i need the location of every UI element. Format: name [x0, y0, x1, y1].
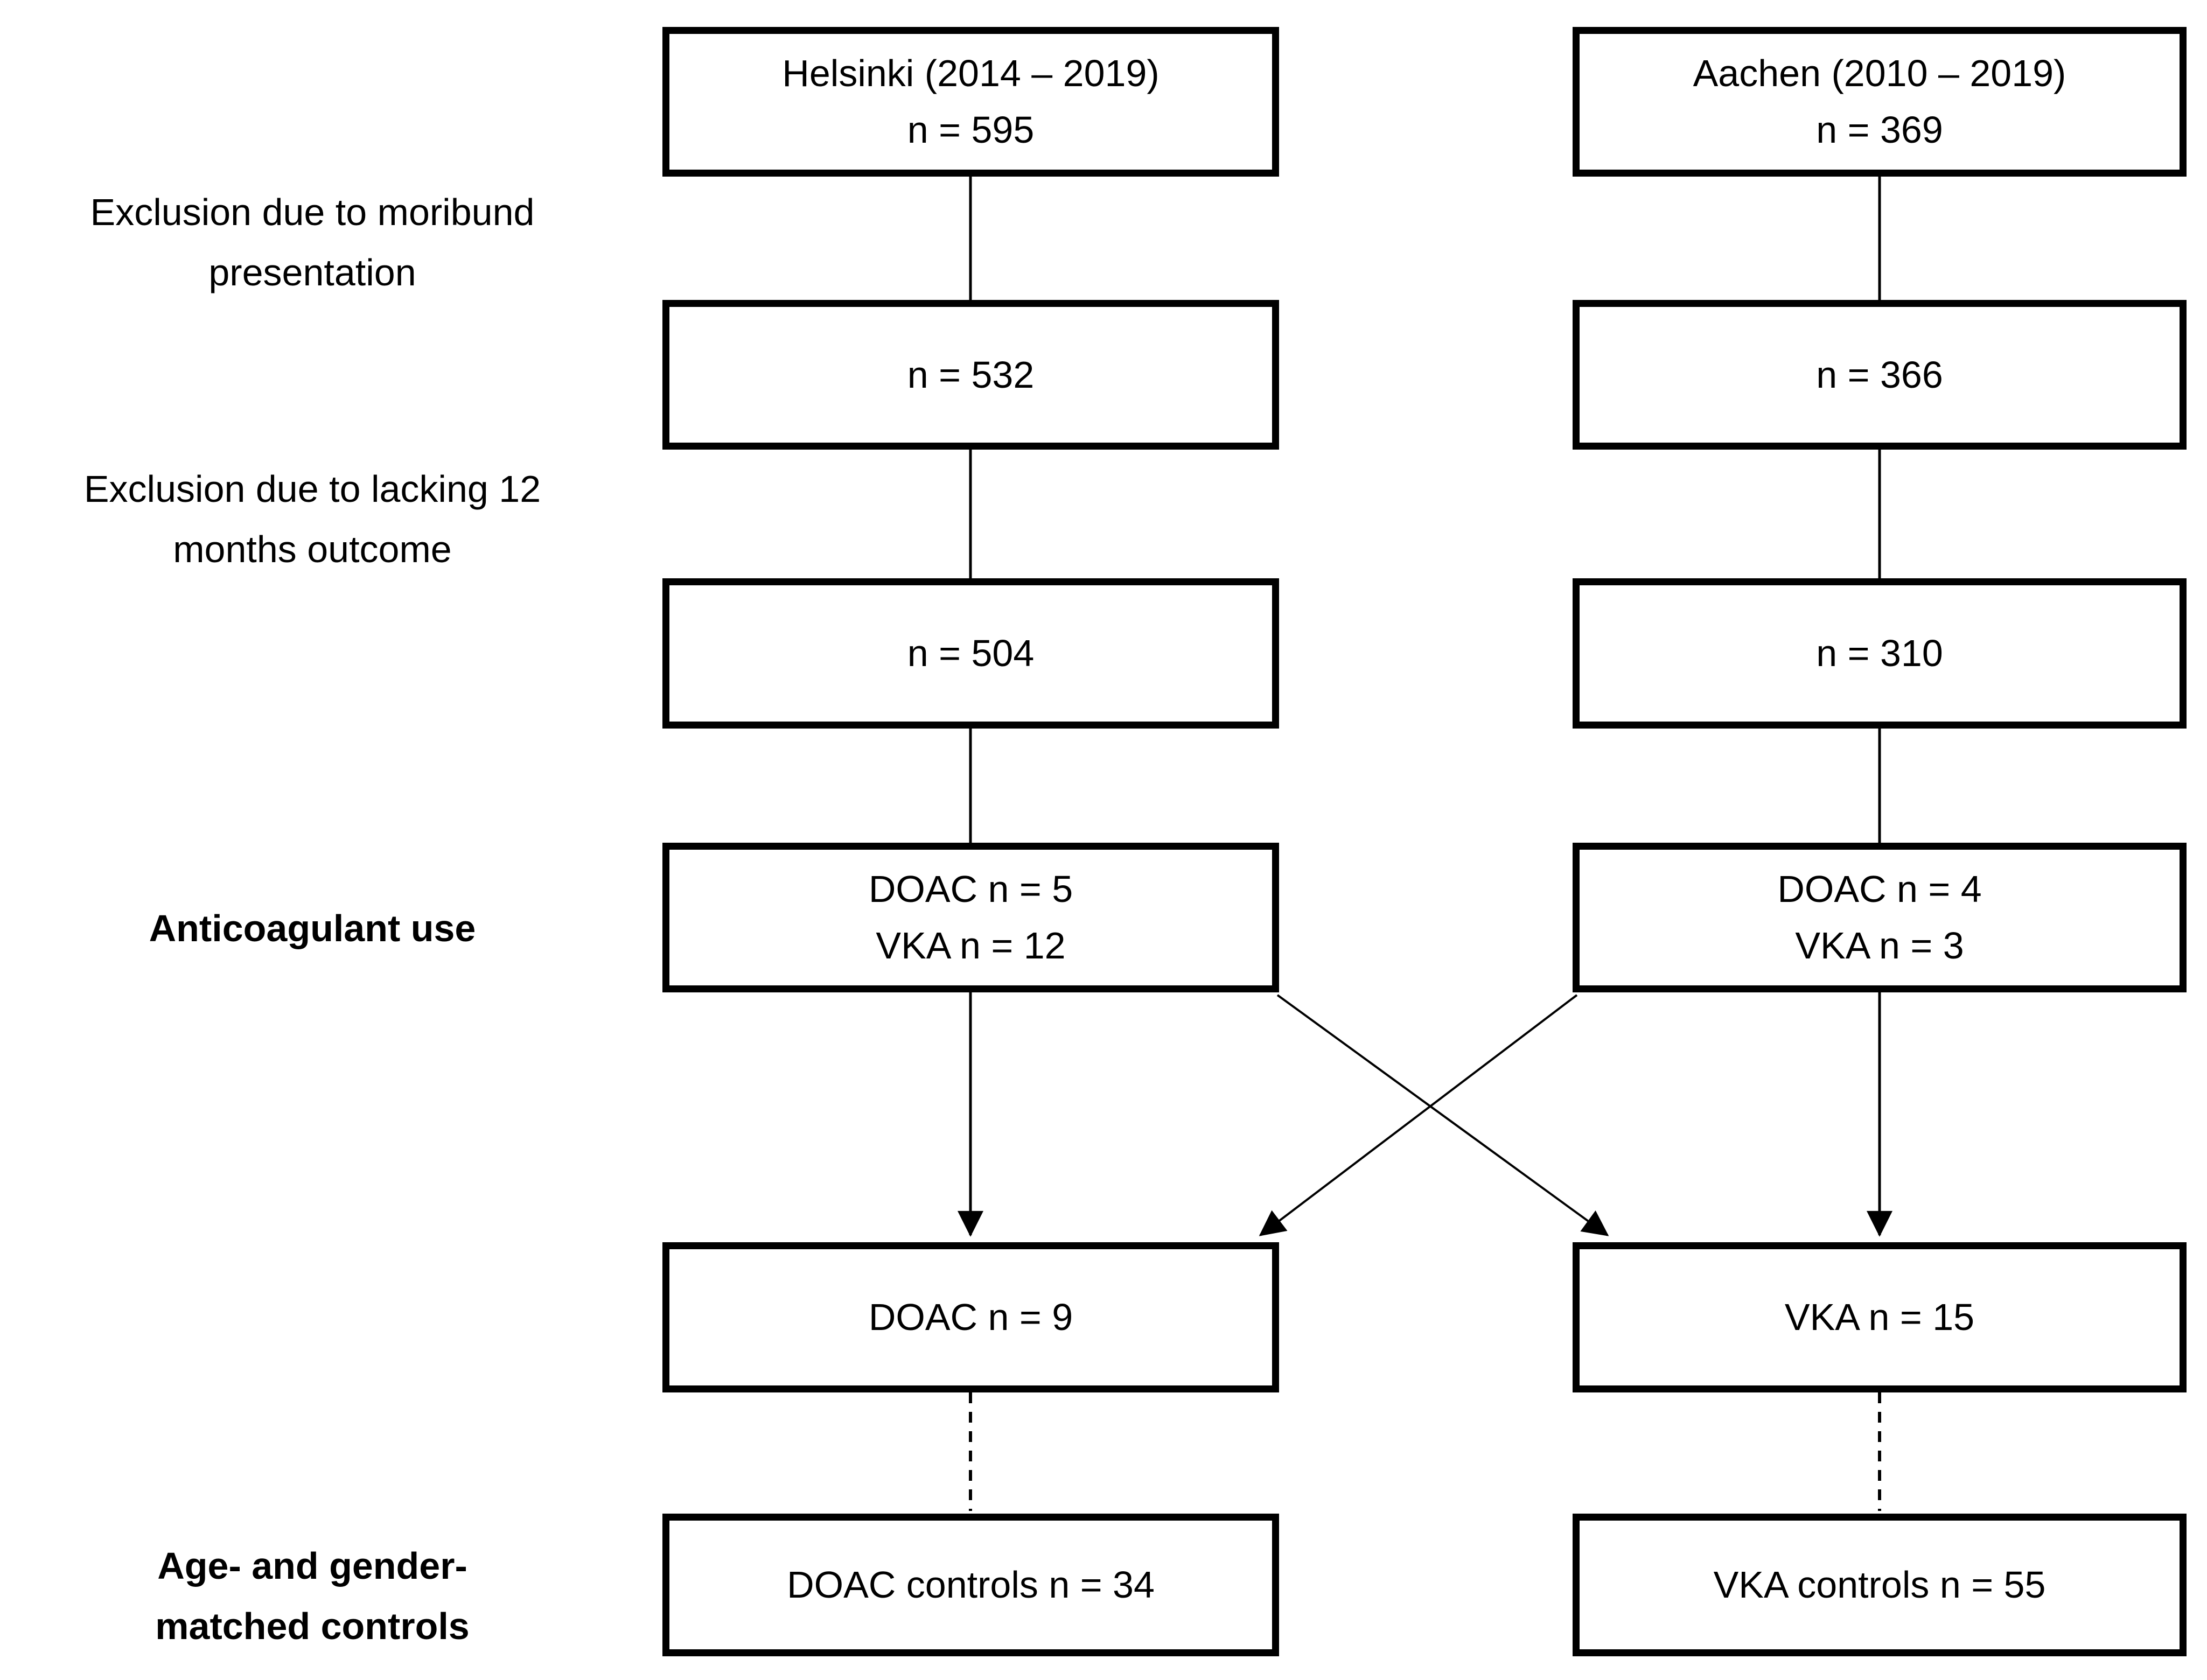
label-line: presentation	[208, 251, 416, 293]
label-line: Age- and gender-	[157, 1545, 467, 1587]
label-anticoagulant-use: Anticoagulant use	[22, 898, 603, 958]
box-aachen-cohort: Aachen (2010 – 2019) n = 369	[1573, 27, 2187, 177]
box-aachen-anticoagulant-use: DOAC n = 4 VKA n = 3	[1573, 843, 2187, 992]
label-line: Anticoagulant use	[149, 907, 476, 949]
arrow-helsinki-anticoagulant-to-vka15-diagonal	[1276, 994, 1609, 1236]
doac-count: DOAC n = 5	[868, 868, 1073, 910]
label-line: matched controls	[155, 1605, 470, 1647]
count-text: n = 366	[1816, 353, 1943, 396]
label-line: Exclusion due to moribund	[90, 191, 535, 233]
box-merged-doac: DOAC n = 9	[662, 1242, 1279, 1392]
label-line: Exclusion due to lacking 12	[83, 468, 541, 510]
vka-count: VKA n = 12	[876, 925, 1066, 967]
box-vka-controls: VKA controls n = 55	[1573, 1514, 2187, 1656]
arrow-aachen-anticoagulant-to-doac9-diagonal	[1259, 994, 1578, 1236]
box-helsinki-after-moribund-exclusion: n = 532	[662, 300, 1279, 450]
box-merged-vka: VKA n = 15	[1573, 1242, 2187, 1392]
count-text: DOAC controls n = 34	[787, 1564, 1155, 1606]
box-helsinki-after-outcome-exclusion: n = 504	[662, 578, 1279, 729]
cohort-n: n = 595	[907, 109, 1035, 151]
count-text: DOAC n = 9	[868, 1296, 1073, 1338]
count-text: VKA controls n = 55	[1713, 1564, 2046, 1606]
count-text: n = 532	[907, 353, 1035, 396]
box-doac-controls: DOAC controls n = 34	[662, 1514, 1279, 1656]
cohort-n: n = 369	[1816, 109, 1943, 151]
label-exclusion-outcome: Exclusion due to lacking 12 months outco…	[22, 459, 603, 579]
label-exclusion-moribund: Exclusion due to moribund presentation	[22, 182, 603, 303]
label-line: months outcome	[173, 528, 452, 570]
box-aachen-after-outcome-exclusion: n = 310	[1573, 578, 2187, 729]
vka-count: VKA n = 3	[1795, 925, 1964, 967]
box-helsinki-cohort: Helsinki (2014 – 2019) n = 595	[662, 27, 1279, 177]
count-text: n = 504	[907, 632, 1035, 674]
label-matched-controls: Age- and gender- matched controls	[22, 1536, 603, 1656]
box-aachen-after-moribund-exclusion: n = 366	[1573, 300, 2187, 450]
box-helsinki-anticoagulant-use: DOAC n = 5 VKA n = 12	[662, 843, 1279, 992]
cohort-title: Aachen (2010 – 2019)	[1693, 52, 2066, 94]
cohort-title: Helsinki (2014 – 2019)	[782, 52, 1160, 94]
doac-count: DOAC n = 4	[1777, 868, 1982, 910]
count-text: n = 310	[1816, 632, 1943, 674]
count-text: VKA n = 15	[1784, 1296, 1975, 1338]
